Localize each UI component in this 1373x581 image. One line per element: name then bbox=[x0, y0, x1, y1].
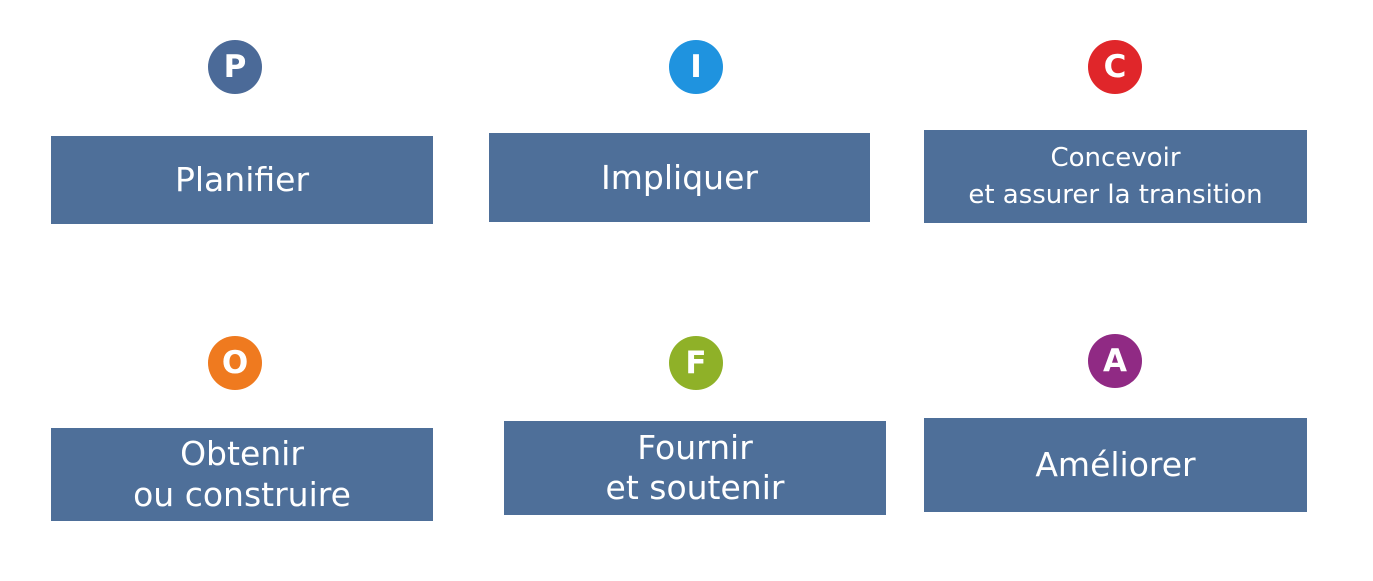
badge-f: F bbox=[669, 336, 723, 390]
badge-c: C bbox=[1088, 40, 1142, 94]
step-label: Impliquer bbox=[601, 157, 758, 197]
step-box-planifier: Planifier bbox=[51, 136, 433, 224]
step-box-fournir: Fournir et soutenir bbox=[504, 421, 886, 515]
step-label-line-2: et soutenir bbox=[605, 468, 785, 507]
step-box-impliquer: Impliquer bbox=[489, 133, 870, 222]
step-label-line-1: Obtenir bbox=[180, 434, 304, 474]
badge-a: A bbox=[1088, 334, 1142, 388]
step-label-line-1: Concevoir bbox=[1050, 143, 1181, 174]
badge-p: P bbox=[208, 40, 262, 94]
step-label-line-2: ou construire bbox=[133, 474, 351, 514]
step-label: Améliorer bbox=[1035, 445, 1196, 485]
badge-i: I bbox=[669, 40, 723, 94]
step-box-concevoir: Concevoir et assurer la transition bbox=[924, 130, 1307, 223]
step-box-obtenir: Obtenir ou construire bbox=[51, 428, 433, 521]
badge-o: O bbox=[208, 336, 262, 390]
step-label-line-2: et assurer la transition bbox=[968, 179, 1263, 210]
step-box-ameliorer: Améliorer bbox=[924, 418, 1307, 512]
step-label: Planifier bbox=[174, 160, 310, 200]
step-label-line-1: Fournir bbox=[637, 427, 753, 467]
